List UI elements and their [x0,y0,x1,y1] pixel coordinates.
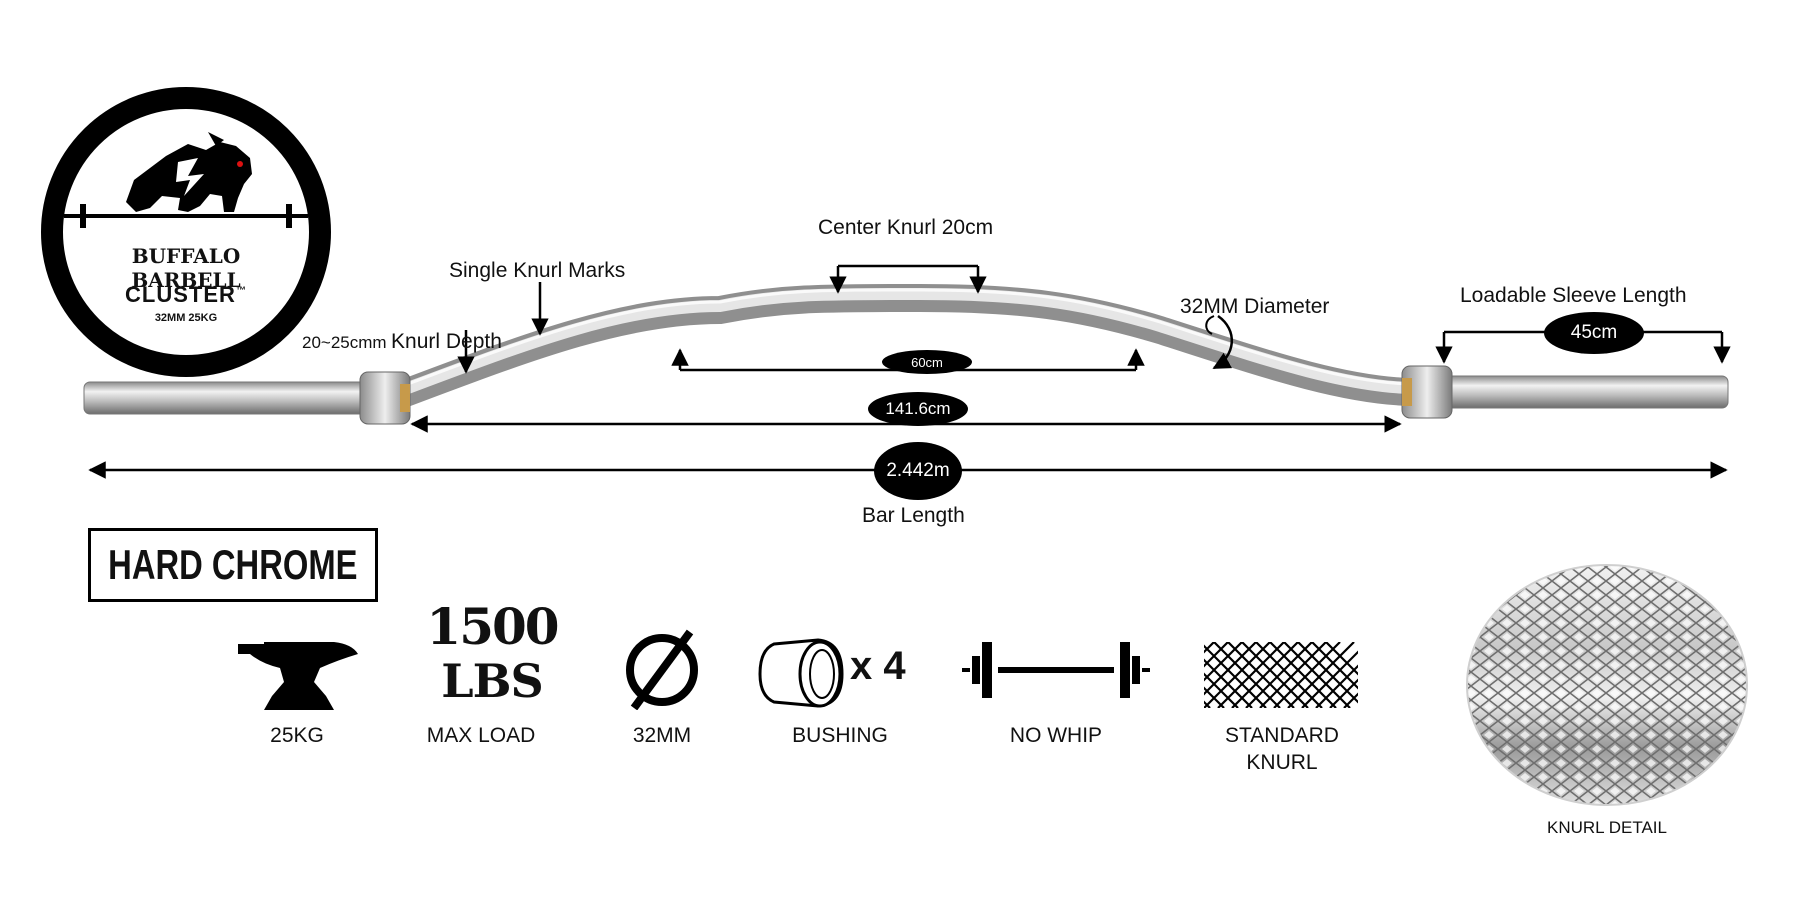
single-knurl-marks-label: Single Knurl Marks [449,259,626,282]
right-sleeve [1441,375,1729,409]
bushing-label: BUSHING [792,724,888,747]
finish-label: HARD CHROME [108,541,358,588]
barbell-diagram [83,264,1731,479]
logo-ring [41,87,331,377]
diameter-spec-label: 32MM [632,724,692,747]
buffalo-icon [126,132,252,212]
loadable-sleeve-label: Loadable Sleeve Length [1460,284,1687,307]
left-sleeve [83,381,367,415]
whip-label: NO WHIP [1009,724,1103,747]
center-span-badge: 60cm [882,350,972,374]
barbell-icon [962,642,1150,698]
bar-length-badge: 2.442m [874,442,962,500]
shaft-length-badge: 141.6cm [868,392,968,426]
bushing-icon [758,638,844,708]
anvil-icon [238,642,358,710]
diameter-label: 32MM Diameter [1180,295,1330,318]
max-load-label: MAX LOAD [426,724,536,747]
brand-logo: BUFFALO BARBELL CLUSTER™ 32MM 25KG [38,84,334,380]
knurl-depth-label: 20~25cmm Knurl Depth [302,330,502,353]
knurl-detail-label: KNURL DETAIL [1547,818,1667,837]
knurl-detail-image [1466,564,1748,806]
bushing-count: x 4 [850,644,906,688]
diameter-icon [626,629,698,710]
max-load-value: 1500 LBS [426,597,559,709]
logo-model-text: CLUSTER™ [125,282,247,307]
finish-badge: HARD CHROME [88,528,378,602]
logo-spec-text: 32MM 25KG [154,312,218,324]
center-knurl-label: Center Knurl 20cm [818,216,994,239]
weight-label: 25KG [270,724,324,747]
logo-brand-text: BUFFALO BARBELL [131,244,241,292]
knurl-pattern-icon [1204,642,1358,708]
knurl-type-label: STANDARD KNURL [1225,724,1339,774]
sleeve-length-badge: 45cm [1544,312,1644,354]
bar-length-label: Bar Length [862,504,965,527]
